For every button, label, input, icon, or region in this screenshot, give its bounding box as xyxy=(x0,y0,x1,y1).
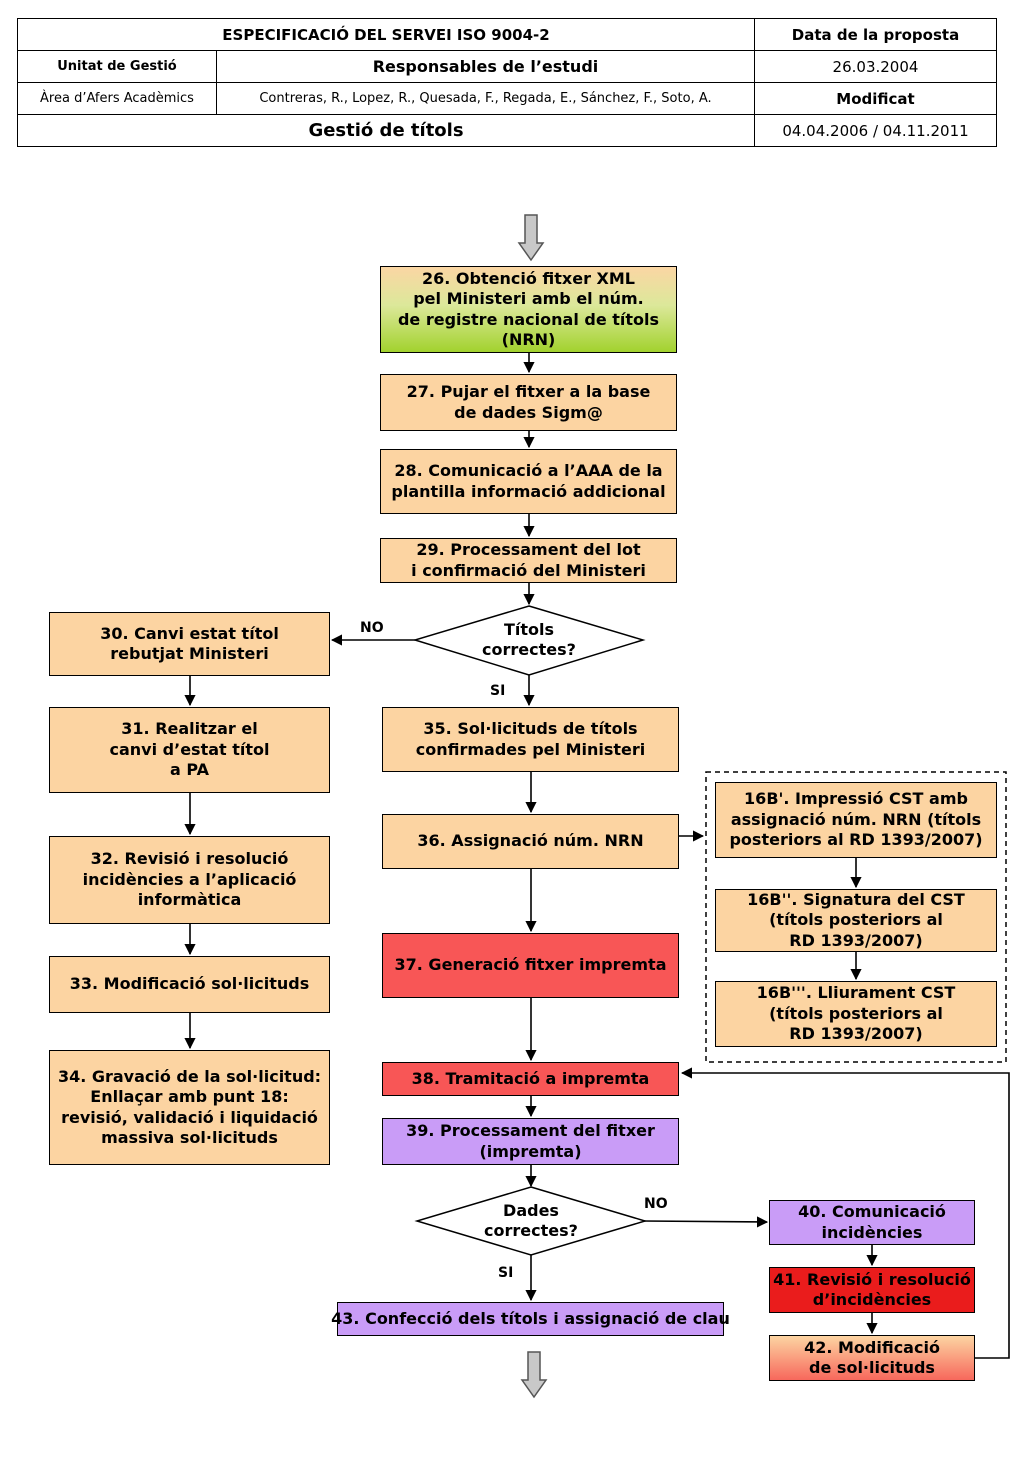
header-unit: Àrea d’Afers Acadèmics xyxy=(17,82,217,115)
step-34: 34. Gravació de la sol·licitud:Enllaçar … xyxy=(49,1050,330,1165)
label-no-1: NO xyxy=(360,620,384,636)
header-modified-label: Modificat xyxy=(754,82,997,115)
step-33: 33. Modificació sol·licituds xyxy=(49,956,330,1013)
header-table: ESPECIFICACIÓ DEL SERVEI ISO 9004-2 Data… xyxy=(17,18,997,147)
step-37: 37. Generació fitxer impremta xyxy=(382,933,679,998)
label-no-2: NO xyxy=(644,1196,668,1212)
header-process: Gestió de títols xyxy=(17,114,755,147)
header-proposal-date-label: Data de la proposta xyxy=(754,18,997,51)
decision-titols-text: Títols correctes? xyxy=(482,620,576,659)
step-38: 38. Tramitació a impremta xyxy=(382,1062,679,1096)
step-39: 39. Processament del fitxer(impremta) xyxy=(382,1118,679,1165)
header-responsibles: Contreras, R., Lopez, R., Quesada, F., R… xyxy=(216,82,755,115)
header-responsibles-label: Responsables de l’estudi xyxy=(216,50,755,83)
decision-dades xyxy=(414,1186,648,1256)
label-si-1: SI xyxy=(490,683,506,699)
step-16b-3: 16B'''. Lliurament CST(títols posteriors… xyxy=(715,981,997,1047)
decision-titols xyxy=(412,605,646,676)
step-36: 36. Assignació núm. NRN xyxy=(382,814,679,869)
header-proposal-date: 26.03.2004 xyxy=(754,50,997,83)
header-modified-dates: 04.04.2006 / 04.11.2011 xyxy=(754,114,997,147)
step-16b-2: 16B''. Signatura del CST(títols posterio… xyxy=(715,889,997,952)
group-16b xyxy=(705,771,1007,1063)
label-si-2: SI xyxy=(498,1265,514,1281)
decision-dades-text: Dades correctes? xyxy=(484,1201,578,1240)
header-title: ESPECIFICACIÓ DEL SERVEI ISO 9004-2 xyxy=(17,18,755,51)
entry-arrow xyxy=(517,214,545,262)
exit-arrow xyxy=(520,1351,548,1399)
step-43: 43. Confecció dels títols i assignació d… xyxy=(331,1302,730,1336)
